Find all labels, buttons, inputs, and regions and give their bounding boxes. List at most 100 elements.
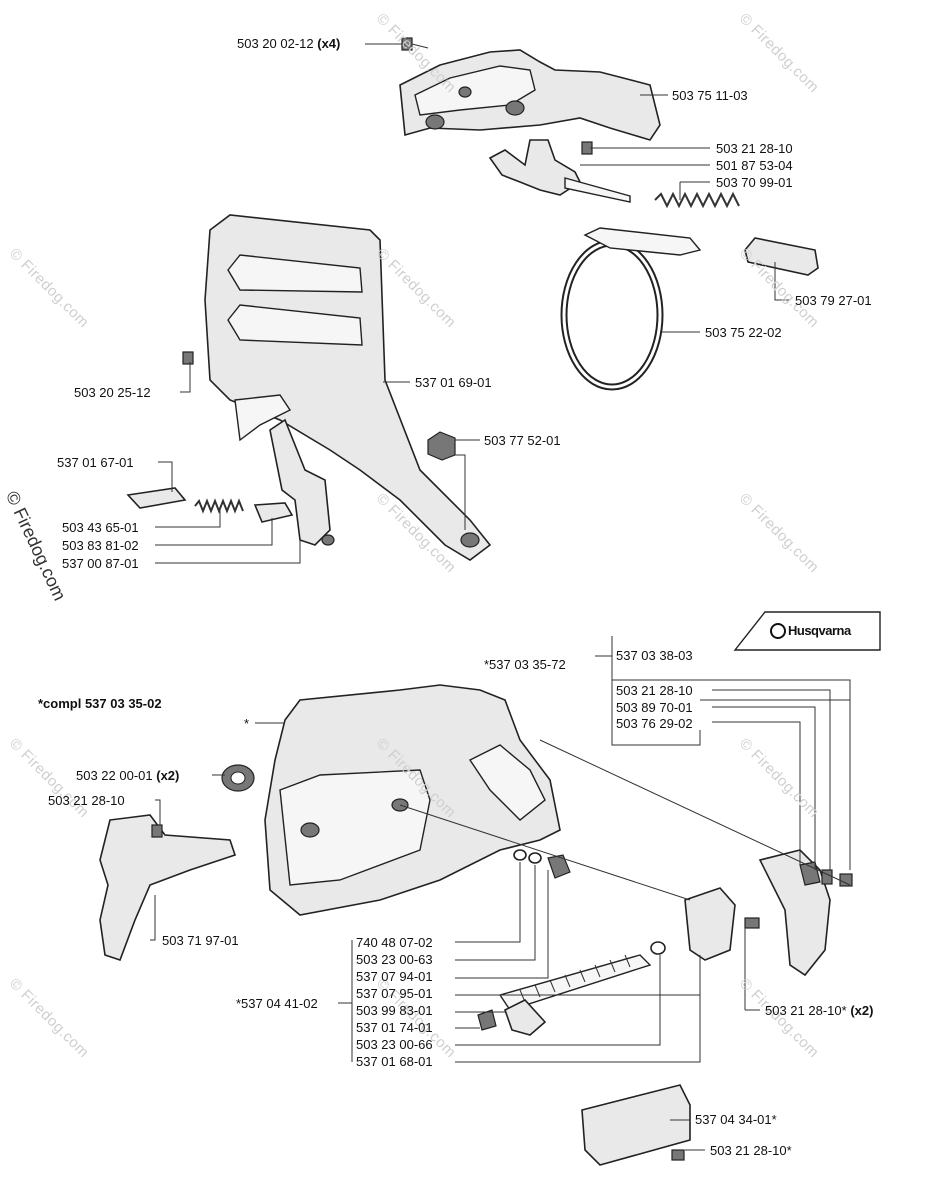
decal-part: [733, 611, 881, 651]
part-number: 503 43 65-01: [62, 520, 139, 535]
part-label: 537 04 34-01*: [695, 1112, 777, 1128]
part-label: 537 01 68-01: [356, 1054, 433, 1070]
part-label: 503 83 81-02: [62, 538, 139, 554]
part-label: 740 48 07-02: [356, 935, 433, 951]
part-label: 503 21 28-10: [716, 141, 793, 157]
part-number: *537 03 35-72: [484, 657, 566, 672]
screw-part: [182, 351, 194, 365]
part-number: 503 21 28-10: [48, 793, 125, 808]
part-label: 503 79 27-01: [795, 293, 872, 309]
rear-guard-part: [99, 814, 237, 962]
part-label: 537 00 87-01: [62, 556, 139, 572]
part-number: 537 01 67-01: [57, 455, 134, 470]
part-label: 503 21 28-10*: [710, 1143, 792, 1159]
part-label: *537 04 41-02: [236, 996, 318, 1012]
part-number: 537 01 74-01: [356, 1020, 433, 1035]
part-label: 537 01 74-01: [356, 1020, 433, 1036]
part-number: 537 04 34-01*: [695, 1112, 777, 1127]
part-number: 503 76 29-02: [616, 716, 693, 731]
brake-lever-part: [488, 139, 631, 203]
part-number: 537 07 95-01: [356, 986, 433, 1001]
part-number: 537 01 69-01: [415, 375, 492, 390]
cover-plate-part: [758, 849, 853, 977]
hand-guard-part: [204, 214, 492, 561]
part-number: 503 71 97-01: [162, 933, 239, 948]
part-label: 503 22 00-01 (x2): [76, 768, 179, 784]
part-label: 503 23 00-63: [356, 952, 433, 968]
part-number: 503 99 83-01: [356, 1003, 433, 1018]
part-qty: (x2): [850, 1003, 874, 1018]
part-number: 503 77 52-01: [484, 433, 561, 448]
part-number: 503 21 28-10*: [765, 1003, 847, 1018]
small-spring-part: [194, 498, 244, 514]
part-label: 503 89 70-01: [616, 700, 693, 716]
assembly-label: *compl 537 03 35-02: [38, 696, 162, 712]
part-label: 503 20 25-12: [74, 385, 151, 401]
part-number: 503 75 22-02: [705, 325, 782, 340]
part-qty: (x4): [317, 36, 341, 51]
part-number: 503 23 00-66: [356, 1037, 433, 1052]
part-number: 503 70 99-01: [716, 175, 793, 190]
part-number: *: [244, 716, 250, 731]
plate-part: [684, 887, 760, 961]
part-number: 503 21 28-10*: [710, 1143, 792, 1158]
part-label: 503 75 11-03: [672, 88, 748, 104]
part-number: 503 75 11-03: [672, 88, 748, 103]
part-number: 503 83 81-02: [62, 538, 139, 553]
bottom-plate-part: [581, 1084, 691, 1166]
part-number: 503 23 00-63: [356, 952, 433, 967]
part-number: 537 01 68-01: [356, 1054, 433, 1069]
part-label: 503 23 00-66: [356, 1037, 433, 1053]
part-label: 503 77 52-01: [484, 433, 561, 449]
part-label: 503 20 02-12 (x4): [237, 36, 340, 52]
part-number: 503 20 02-12: [237, 36, 314, 51]
part-label: 537 07 95-01: [356, 986, 433, 1002]
washer-part: [513, 849, 666, 955]
part-number: 503 89 70-01: [616, 700, 693, 715]
part-label: 503 21 28-10: [616, 683, 693, 699]
part-number: *537 04 41-02: [236, 996, 318, 1011]
nut-part: [221, 764, 255, 792]
part-number: 501 87 53-04: [716, 158, 793, 173]
arm-part: [269, 418, 335, 546]
part-label: 537 07 94-01: [356, 969, 433, 985]
part-label: 503 76 29-02: [616, 716, 693, 732]
assembly-label-text: *compl 537 03 35-02: [38, 696, 162, 711]
part-label: 503 43 65-01: [62, 520, 139, 536]
brake-band-part: [560, 227, 702, 391]
part-label: 537 01 67-01: [57, 455, 134, 471]
part-number: 740 48 07-02: [356, 935, 433, 950]
part-label: 503 71 97-01: [162, 933, 239, 949]
part-label: *: [244, 716, 249, 732]
part-number: 537 00 87-01: [62, 556, 139, 571]
tensioner-screw-part: [477, 954, 652, 1036]
spring-part: [654, 191, 740, 209]
part-number: 503 22 00-01: [76, 768, 153, 783]
clutch-cover-part: [264, 684, 561, 916]
part-label: 503 99 83-01: [356, 1003, 433, 1019]
part-qty: (x2): [156, 768, 180, 783]
part-label: 537 01 69-01: [415, 375, 492, 391]
leader-lines: [150, 43, 851, 1151]
part-number: 503 20 25-12: [74, 385, 151, 400]
plunger-part: [253, 502, 294, 523]
part-label: 503 75 22-02: [705, 325, 782, 341]
part-number: 537 03 38-03: [616, 648, 693, 663]
husqvarna-logo: Husqvarna: [788, 623, 851, 638]
brake-cover-part: [399, 49, 661, 141]
part-number: 503 21 28-10: [616, 683, 693, 698]
part-label: 503 21 28-10: [48, 793, 125, 809]
part-label: *537 03 35-72: [484, 657, 566, 673]
pin-part: [744, 237, 819, 276]
part-label: 537 03 38-03: [616, 648, 693, 664]
part-label: 503 21 28-10* (x2): [765, 1003, 873, 1019]
nut-part: [427, 431, 456, 461]
part-number: 537 07 94-01: [356, 969, 433, 984]
part-label: 503 70 99-01: [716, 175, 793, 191]
part-label: 501 87 53-04: [716, 158, 793, 174]
part-number: 503 79 27-01: [795, 293, 872, 308]
brake-spring-lever-part: [126, 487, 187, 509]
part-number: 503 21 28-10: [716, 141, 793, 156]
